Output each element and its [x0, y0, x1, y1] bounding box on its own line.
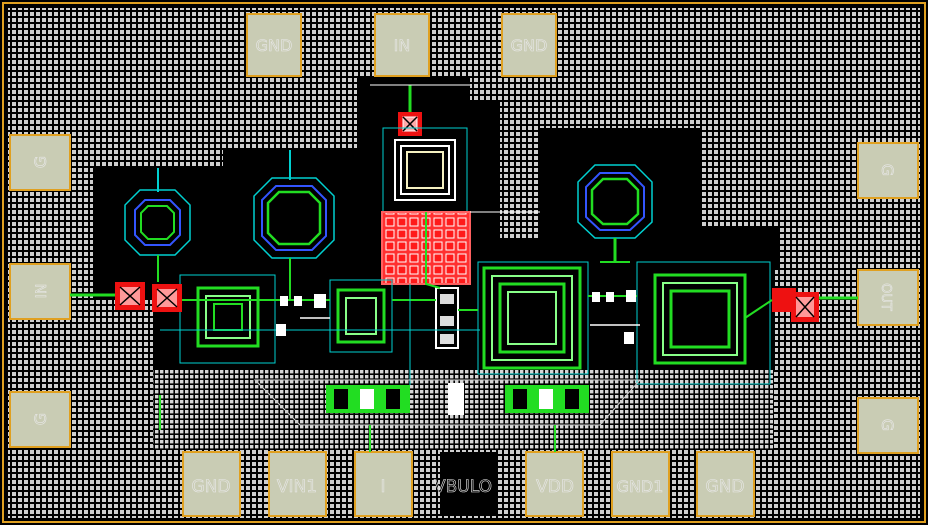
spiral-inductor-3 [477, 261, 589, 375]
pad-bottom-2-label: VIN1 [277, 477, 317, 497]
input-via-stack [70, 282, 182, 312]
pad-top-3-label: GND [511, 36, 548, 55]
octagon-inductor-right [577, 164, 653, 262]
pad-bottom-4: VBULO [434, 452, 497, 516]
pad-right-3-label: G [878, 419, 897, 431]
left-pads: G IN G [9, 134, 71, 448]
pad-bottom-5: VDD [525, 451, 584, 517]
bias-transistors [435, 287, 464, 415]
pad-top-1: GND [246, 13, 302, 77]
pad-bottom-7-label: GND [706, 477, 745, 497]
pad-top-2-label: IN [394, 36, 411, 55]
pad-top-2: IN [374, 13, 430, 77]
pad-bottom-1-label: GND [192, 477, 231, 497]
pad-right-2: OUT [857, 269, 919, 326]
octagon-inductor-left-large [253, 150, 335, 259]
pad-left-2-label: IN [34, 284, 50, 299]
coupling-capacitors [276, 290, 636, 344]
transistor-array-left [326, 385, 410, 413]
pad-left-3-label: G [31, 413, 50, 425]
pad-right-3: G [857, 397, 919, 454]
pad-bottom-3-label: I [380, 477, 385, 497]
pad-top-3: GND [501, 13, 557, 77]
pad-bottom-7: GND [696, 451, 755, 517]
pad-left-2: IN [9, 263, 71, 320]
pad-bottom-6-label: GND1 [617, 477, 664, 496]
spiral-inductor-4 [636, 261, 771, 385]
output-via-stack [772, 288, 858, 322]
spiral-inductor-1 [179, 274, 276, 364]
pad-bottom-1: GND [182, 451, 241, 517]
pad-right-2-label: OUT [878, 283, 893, 311]
pad-bottom-6: GND1 [611, 451, 670, 517]
pad-bottom-4-label: VBULO [434, 477, 492, 497]
bottom-pads: GND VIN1 I VBULO VDD GND1 GND [182, 451, 755, 517]
pad-left-1-label: G [31, 156, 50, 168]
pad-right-1-label: G [878, 164, 897, 176]
pad-left-1: G [9, 134, 71, 191]
right-pads: G OUT G [857, 142, 919, 454]
transistor-array-right [505, 385, 589, 413]
pad-top-1-label: GND [256, 36, 293, 55]
pad-bottom-5-label: VDD [536, 477, 574, 497]
pad-right-1: G [857, 142, 919, 199]
spiral-inductor-2 [329, 279, 393, 353]
pad-bottom-3: I [354, 451, 413, 517]
pad-left-3: G [9, 391, 71, 448]
pad-bottom-2: VIN1 [268, 451, 327, 517]
top-pads: GND IN GND [246, 13, 557, 77]
octagon-inductor-left-small [124, 168, 191, 256]
